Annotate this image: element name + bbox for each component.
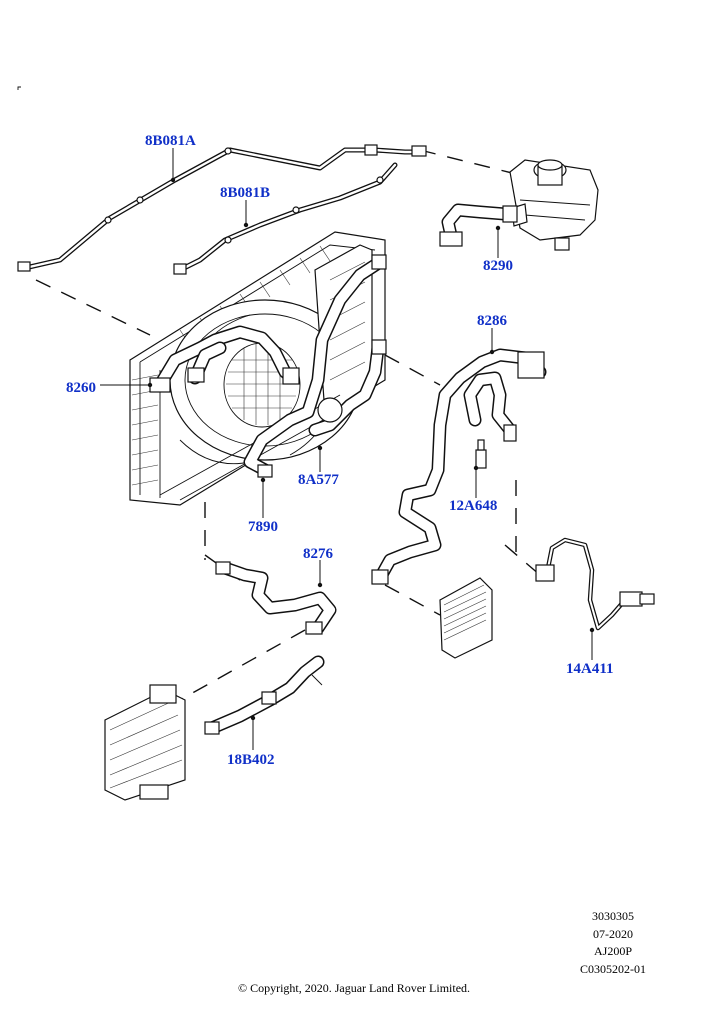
ref-engine-code: AJ200P xyxy=(593,944,632,958)
part-8290-hose xyxy=(439,203,518,247)
part-8260-hose xyxy=(149,325,300,393)
label-8260[interactable]: 8260 xyxy=(66,380,96,396)
corner-mark xyxy=(17,86,21,90)
label-18b402[interactable]: 18B402 xyxy=(227,752,275,768)
label-8286[interactable]: 8286 xyxy=(477,313,507,329)
expansion-tank xyxy=(509,159,599,251)
label-8b081b[interactable]: 8B081B xyxy=(220,185,271,201)
label-8290[interactable]: 8290 xyxy=(483,258,513,274)
assembly-dash-lines xyxy=(35,149,541,701)
label-8276[interactable]: 8276 xyxy=(303,546,333,562)
part-8276-hose xyxy=(215,561,337,635)
label-12a648[interactable]: 12A648 xyxy=(449,498,498,514)
label-8b081a[interactable]: 8B081A xyxy=(145,133,196,149)
ref-illustration-code: C0305202-01 xyxy=(580,961,646,976)
intercooler xyxy=(104,684,186,801)
label-7890[interactable]: 7890 xyxy=(248,519,278,535)
ref-date: 07-2020 xyxy=(593,926,633,941)
part-8a577-hose xyxy=(243,254,387,478)
label-8a577[interactable]: 8A577 xyxy=(298,472,339,488)
copyright-notice: © Copyright, 2020. Jaguar Land Rover Lim… xyxy=(237,981,471,995)
label-14a411[interactable]: 14A411 xyxy=(566,661,614,677)
part-8b081b-pipe xyxy=(173,162,398,275)
leader-lines xyxy=(100,148,595,750)
part-8b081a-pipe xyxy=(17,144,427,272)
part-8286-hose xyxy=(371,348,547,585)
reference-codes: 3030305 07-2020 AJ200P C0305202-01 xyxy=(578,908,648,978)
part-12a648-sensor xyxy=(475,439,487,469)
part-18b402-pipe xyxy=(204,655,325,735)
ref-code-1: 3030305 xyxy=(592,909,634,923)
oil-cooler xyxy=(439,577,493,659)
part-14a411-wiring xyxy=(535,537,655,631)
